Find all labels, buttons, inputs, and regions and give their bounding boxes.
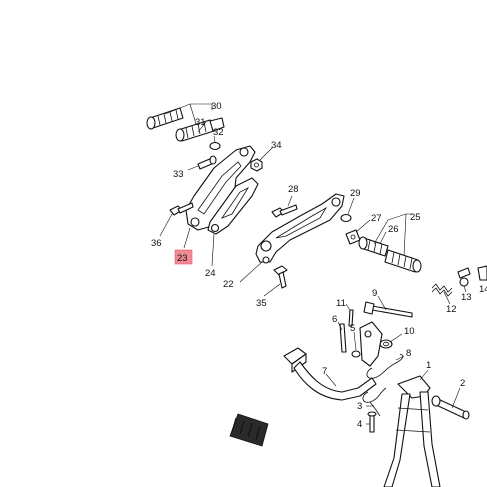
callout-24: 24 [205,268,216,279]
washer-29 [340,213,352,223]
callout-36: 36 [151,238,162,249]
shaft-2 [431,395,470,420]
washer-5 [351,350,361,358]
callout-14: 14 [479,284,487,295]
pin-27 [345,229,361,245]
callout-31: 31 [195,117,206,128]
bolt-28 [271,204,298,218]
pin-11 [348,309,354,327]
highlight-box-23 [174,249,193,265]
main-stand-1 [383,375,441,487]
leader-lines [159,103,467,425]
callout-28: 28 [288,184,299,195]
callout-8: 8 [406,348,411,359]
callout-27: 27 [371,213,382,224]
brake-arm [359,321,383,367]
rear-plate-24 [207,177,259,235]
callout-26: 26 [388,224,399,235]
footrest-rubber-30 [146,107,184,130]
callout-29: 29 [350,188,361,199]
pin-33 [197,155,217,170]
footrest-26 [358,236,389,257]
footrest-rubber-25 [384,249,422,273]
footrest-31 [175,117,225,142]
pin-4 [367,411,377,433]
bolt-35 [273,265,288,289]
part-14 [477,265,487,281]
bolt-36 [169,202,194,216]
callout-12: 12 [446,304,457,315]
callout-22: 22 [223,279,234,290]
callout-4: 4 [357,419,362,430]
callout-13: 13 [461,292,472,303]
spring-12 [431,283,453,297]
callout-32: 32 [213,127,224,138]
callout-3: 3 [357,401,362,412]
front-footrest-bracket-22 [255,193,345,264]
brake-pedal-7 [283,347,377,401]
callout-labels: 30 31 32 33 34 36 23 24 28 29 27 25 26 2… [151,101,487,430]
callout-2: 2 [460,378,465,389]
pin-6 [339,323,347,353]
nut-34 [250,158,263,172]
callout-10: 10 [404,326,415,337]
callout-9: 9 [372,288,377,299]
callout-1: 1 [426,360,431,371]
callout-5: 5 [350,323,355,334]
callout-30: 30 [211,101,222,112]
spring-3 [362,387,387,417]
callout-6: 6 [332,314,337,325]
callout-25: 25 [410,212,421,223]
rear-footrest-bracket-23 [185,145,256,231]
callout-7: 7 [322,366,327,377]
callout-33: 33 [173,169,184,180]
spring-8 [366,353,404,379]
callout-34: 34 [271,140,282,151]
washer-32 [209,141,221,151]
joint-13 [457,267,471,287]
callout-23: 23 [177,253,188,264]
washer-10 [379,339,393,349]
callout-35: 35 [256,298,267,309]
stand-pedal-rubber [229,413,269,447]
callout-11: 11 [336,298,346,309]
brake-rod-9 [363,301,413,318]
